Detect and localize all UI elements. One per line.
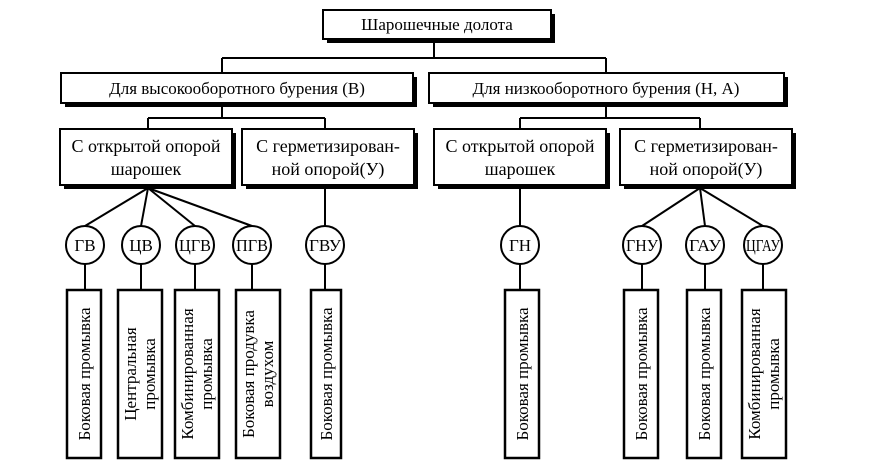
flush-label-pgv-2: воздухом	[258, 340, 277, 407]
group-node-high-speed: Для высокооборотного бурения (В)	[60, 72, 417, 107]
flush-box-tsgv: Комбинированная промывка	[173, 288, 221, 460]
type-low-open-line1: С открытой опорой	[445, 136, 594, 156]
connector-lines	[84, 40, 764, 290]
flush-label-gau: Боковая промывка	[695, 307, 714, 441]
type-high-sealed-line1: С герметизирован-	[256, 136, 400, 156]
group-label-low-speed: Для низкооборотного бурения (Н, А)	[473, 79, 740, 98]
code-circle-tsgv: ЦГВ	[175, 225, 215, 265]
flush-box-gau: Боковая промывка	[685, 288, 723, 460]
type-node-low-sealed: С герметизирован- ной опорой(У)	[619, 128, 796, 189]
type-high-open-line2: шарошек	[111, 159, 182, 179]
type-high-open-line1: С открытой опорой	[71, 136, 220, 156]
type-high-sealed-line2: ной опорой(У)	[272, 159, 385, 180]
flush-box-gv: Боковая промывка	[65, 288, 103, 460]
flush-label-tsv-2: промывка	[140, 338, 159, 410]
flush-label-tsgau-1: Комбинированная	[745, 308, 764, 439]
type-low-sealed-line2: ной опорой(У)	[650, 159, 763, 180]
flush-label-gn: Боковая промывка	[513, 307, 532, 441]
code-circle-pgv: ПГВ	[232, 225, 272, 265]
code-label-gnu: ГНУ	[626, 236, 659, 255]
flush-label-tsv-1: Центральная	[121, 327, 140, 421]
code-label-gn: ГН	[509, 236, 531, 255]
code-circle-gnu: ГНУ	[622, 225, 662, 265]
flush-label-gv: Боковая промывка	[75, 307, 94, 441]
flush-label-gvu: Боковая промывка	[317, 307, 336, 441]
flush-label-gnu: Боковая промывка	[632, 307, 651, 441]
flush-box-gn: Боковая промывка	[503, 288, 541, 460]
flush-label-tsgv-1: Комбинированная	[178, 308, 197, 439]
code-label-tsgv: ЦГВ	[179, 236, 211, 255]
flush-label-tsgau-2: промывка	[764, 338, 783, 410]
code-label-gvu: ГВУ	[309, 236, 342, 255]
code-circle-gau: ГАУ	[685, 225, 725, 265]
type-node-high-open: С открытой опорой шарошек	[59, 128, 236, 189]
code-label-pgv: ПГВ	[236, 236, 268, 255]
type-node-low-open: С открытой опорой шарошек	[433, 128, 610, 189]
flush-box-tsgau: Комбинированная промывка	[740, 288, 788, 460]
code-circle-tsv: ЦВ	[121, 225, 161, 265]
flush-box-gvu: Боковая промывка	[309, 288, 343, 460]
code-circle-gv: ГВ	[65, 225, 105, 265]
flush-label-pgv-1: Боковая продувка	[239, 310, 258, 438]
type-low-sealed-line1: С герметизирован-	[634, 136, 778, 156]
root-label: Шарошечные долота	[361, 15, 513, 34]
flush-label-tsgv-2: промывка	[197, 338, 216, 410]
flush-box-tsv: Центральная промывка	[116, 288, 164, 460]
flush-box-gnu: Боковая промывка	[622, 288, 660, 460]
code-circle-gvu: ГВУ	[305, 225, 345, 265]
type-node-high-sealed: С герметизирован- ной опорой(У)	[241, 128, 418, 189]
type-low-open-line2: шарошек	[485, 159, 556, 179]
group-label-high-speed: Для высокооборотного бурения (В)	[109, 79, 365, 98]
code-label-tsv: ЦВ	[129, 236, 153, 255]
code-circle-gn: ГН	[500, 225, 540, 265]
code-label-tsgau: ЦГАУ	[746, 236, 781, 255]
group-node-low-speed: Для низкооборотного бурения (Н, А)	[428, 72, 788, 107]
code-label-gau: ГАУ	[689, 236, 722, 255]
code-circle-tsgau: ЦГАУ	[743, 225, 783, 265]
root-node: Шарошечные долота	[322, 9, 555, 43]
flush-box-pgv: Боковая продувка воздухом	[234, 288, 282, 460]
code-label-gv: ГВ	[74, 236, 95, 255]
